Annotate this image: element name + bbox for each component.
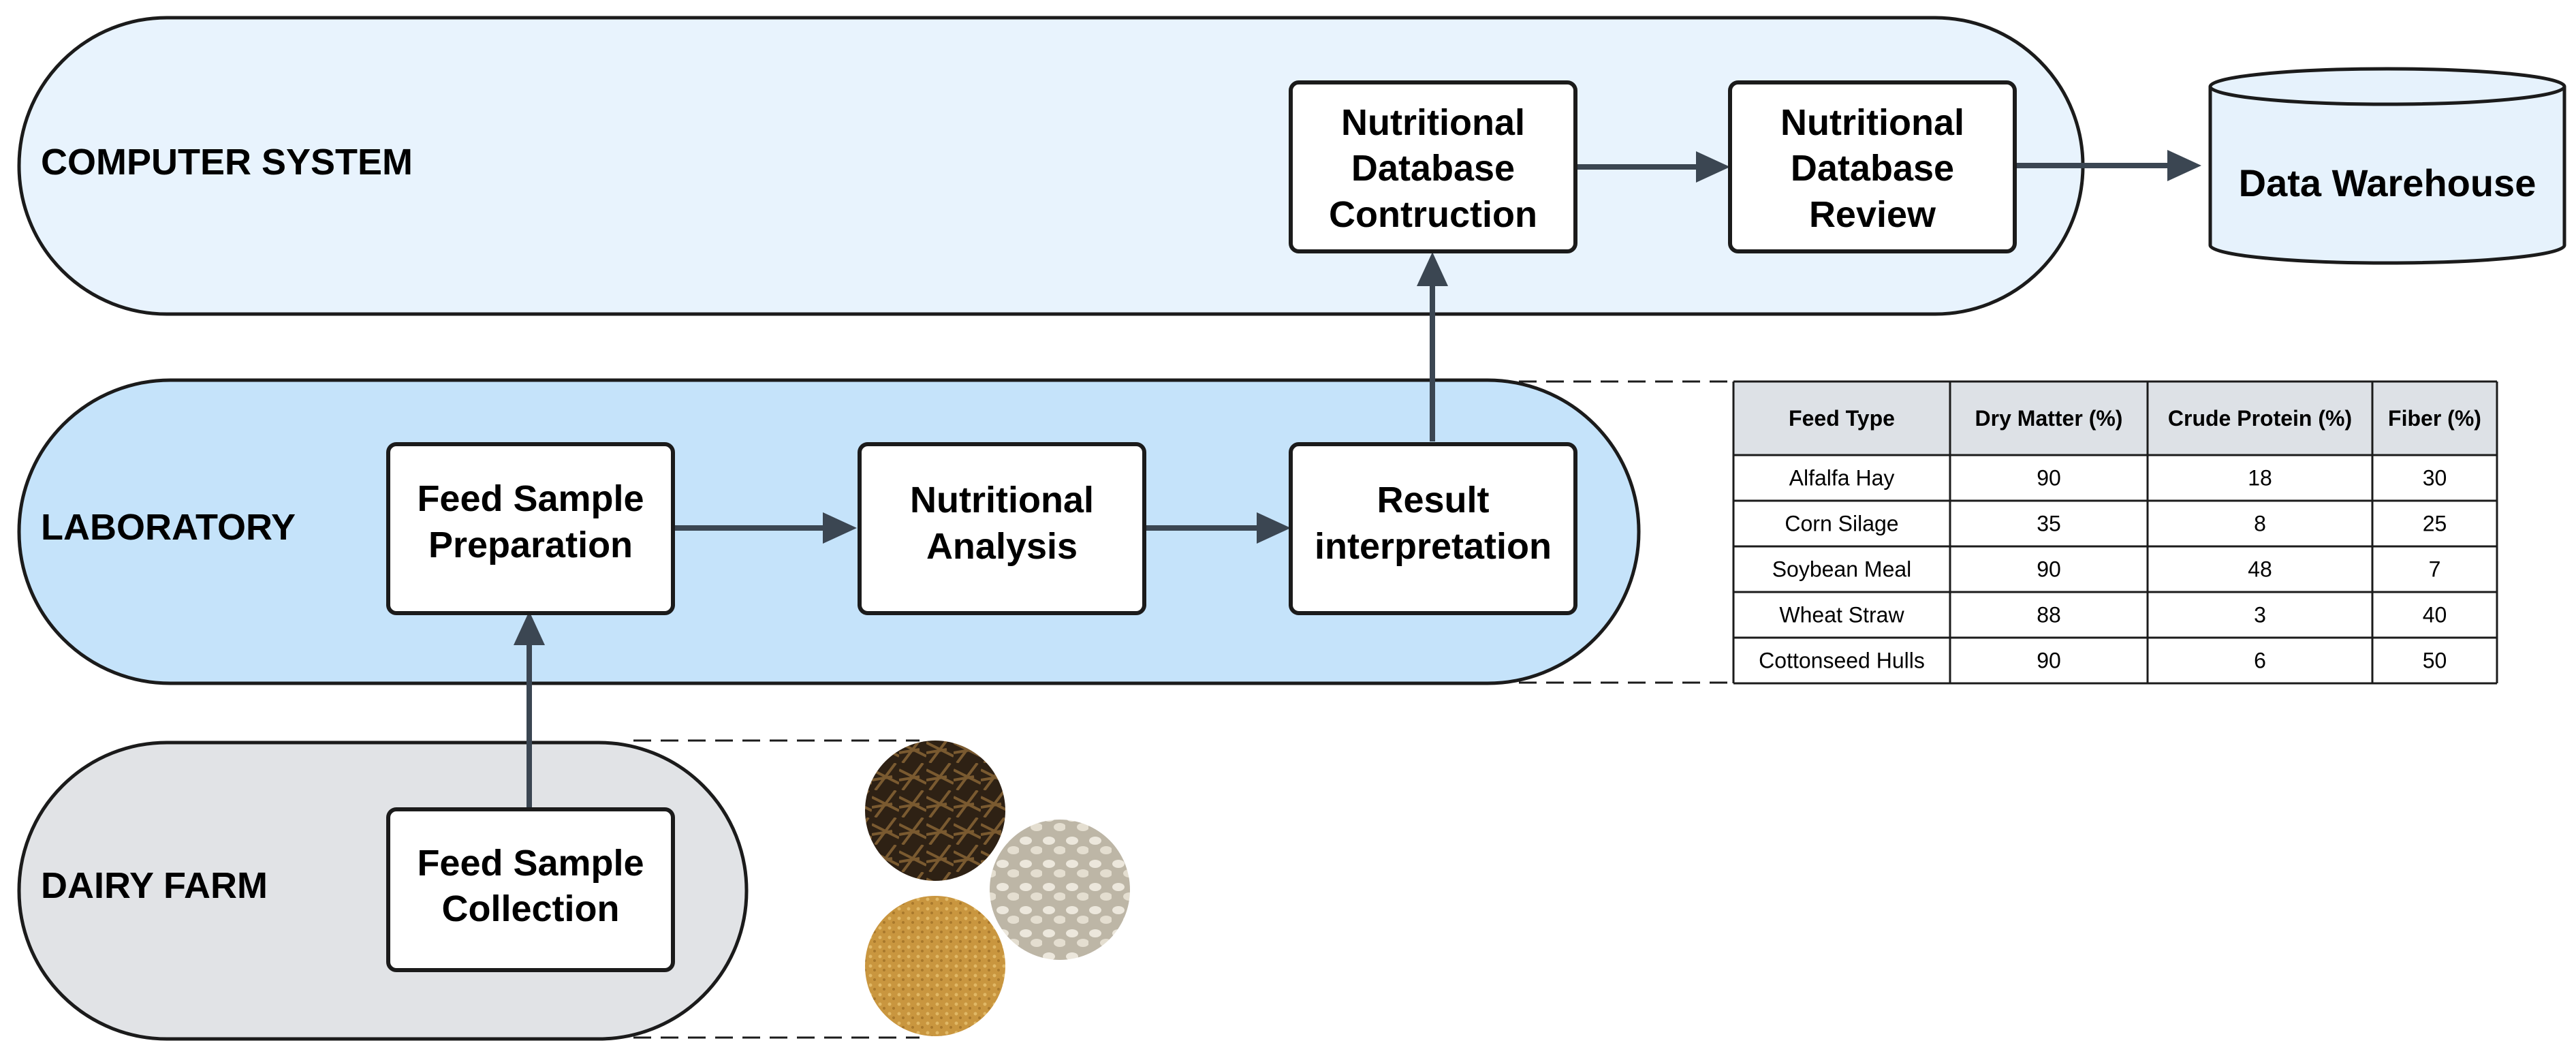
- hay-sample-icon: [865, 741, 1005, 881]
- table-cell: 48: [2248, 557, 2272, 582]
- nutritional-database-review-box: Nutritional Database Review: [1728, 80, 2017, 253]
- table-cell: Wheat Straw: [1779, 603, 1904, 627]
- cottonseed-sample-icon: [990, 820, 1130, 960]
- dairy-farm-label: DAIRY FARM: [41, 865, 268, 906]
- table-cell: 88: [2037, 603, 2061, 627]
- svg-text:Feed Sample: Feed Sample: [417, 843, 644, 884]
- table-cell: 3: [2254, 603, 2266, 627]
- table-cell: 7: [2429, 557, 2441, 582]
- arrow-preparation-to-analysis-head: [823, 512, 857, 544]
- svg-text:Preparation: Preparation: [428, 525, 633, 565]
- table-cell: Corn Silage: [1785, 512, 1898, 536]
- feed-sample-collection-box: Feed Sample Collection: [386, 807, 675, 972]
- arrow-review-to-warehouse-head: [2167, 150, 2201, 181]
- nutrition-table: Feed Type Dry Matter (%) Crude Protein (%)…: [1732, 380, 2498, 685]
- table-cell: 90: [2037, 649, 2061, 673]
- result-interpretation-box: Result interpretation: [1289, 442, 1577, 615]
- table-header-cell: Dry Matter (%): [1975, 406, 2123, 431]
- computer-system-label: COMPUTER SYSTEM: [41, 142, 413, 183]
- table-header-cell: Fiber (%): [2388, 406, 2481, 431]
- table-cell: Soybean Meal: [1772, 557, 1912, 582]
- table-cell: 50: [2423, 649, 2447, 673]
- arrow-interpretation-to-construction-head: [1417, 252, 1448, 286]
- table-header-background: [1733, 382, 2497, 455]
- svg-text:Contruction: Contruction: [1329, 194, 1537, 235]
- table-body-background: [1733, 455, 2497, 683]
- feed-sample-preparation-box: Feed Sample Preparation: [386, 442, 675, 615]
- table-cell: 6: [2254, 649, 2266, 673]
- nutritional-analysis-box: Nutritional Analysis: [858, 442, 1146, 615]
- svg-text:Feed Sample: Feed Sample: [417, 478, 644, 519]
- feed-samples: [865, 741, 1130, 1036]
- laboratory-label: LABORATORY: [41, 507, 296, 548]
- table-cell: 18: [2248, 466, 2272, 491]
- arrow-collection-to-preparation-head: [514, 611, 545, 645]
- svg-text:Analysis: Analysis: [926, 526, 1078, 567]
- arrow-analysis-to-interpretation-head: [1257, 512, 1291, 544]
- svg-text:Nutritional: Nutritional: [910, 480, 1094, 520]
- svg-text:Review: Review: [1809, 194, 1936, 235]
- arrow-construction-to-review-head: [1696, 151, 1730, 183]
- svg-text:Collection: Collection: [441, 888, 619, 929]
- svg-text:Database: Database: [1351, 148, 1515, 189]
- data-warehouse-cylinder: Data Warehouse: [2208, 67, 2566, 265]
- table-cell: Alfalfa Hay: [1789, 466, 1895, 491]
- table-cell: 35: [2037, 512, 2061, 536]
- table-cell: 40: [2423, 603, 2447, 627]
- table-cell: 8: [2254, 512, 2266, 536]
- table-cell: 30: [2423, 466, 2447, 491]
- nutritional-database-construction-box: Nutritional Database Contruction: [1289, 80, 1577, 253]
- svg-text:Nutritional: Nutritional: [1780, 102, 1964, 143]
- svg-text:Result: Result: [1377, 480, 1489, 520]
- table-header-cell: Crude Protein (%): [2168, 406, 2352, 431]
- svg-text:Database: Database: [1791, 148, 1954, 189]
- data-warehouse-label: Data Warehouse: [2239, 161, 2536, 204]
- table-cell: 90: [2037, 466, 2061, 491]
- svg-text:Nutritional: Nutritional: [1341, 102, 1525, 143]
- meal-sample-icon: [865, 896, 1005, 1036]
- table-cell: Cottonseed Hulls: [1759, 649, 1925, 673]
- table-cell: 25: [2423, 512, 2447, 536]
- table-cell: 90: [2037, 557, 2061, 582]
- svg-text:interpretation: interpretation: [1315, 526, 1552, 567]
- table-header-cell: Feed Type: [1789, 406, 1895, 431]
